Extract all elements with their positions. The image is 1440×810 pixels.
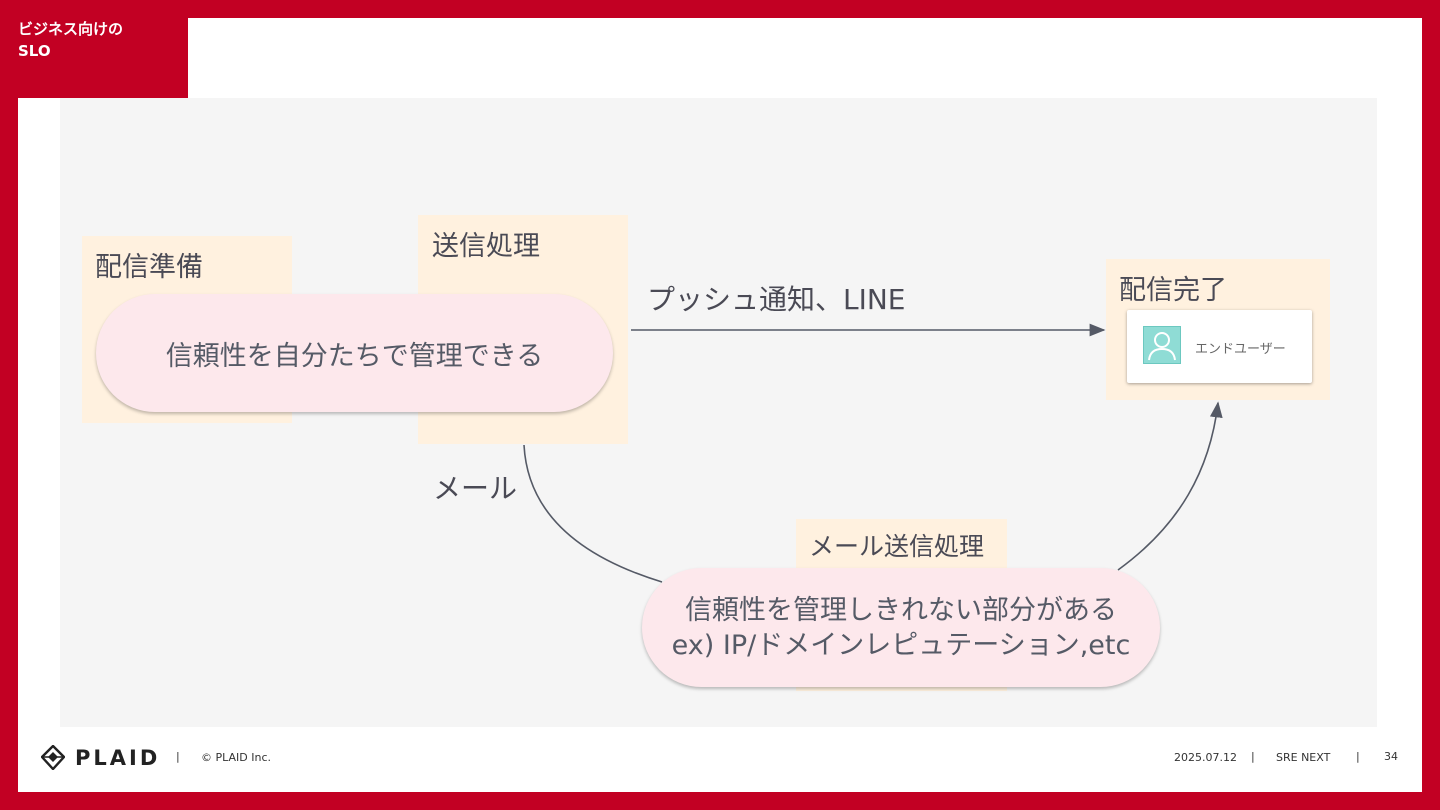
done-box: 配信完了 エンドユーザー [1106, 259, 1330, 400]
footer-separator-1: | [176, 750, 180, 763]
mail-box-title: メール送信処理 [809, 532, 985, 561]
mail-label: メール [433, 472, 518, 505]
prep-box-title: 配信準備 [95, 252, 203, 283]
send-box-title: 送信処理 [432, 231, 540, 262]
unmanaged-pill-line2: ex) IP/ドメインレピュテーション,etc [671, 629, 1131, 661]
done-box-title: 配信完了 [1119, 275, 1227, 306]
user-avatar-icon [1143, 326, 1181, 364]
section-title-line1: ビジネス向けの [18, 20, 124, 38]
footer-event: SRE NEXT [1276, 751, 1331, 764]
footer-date: 2025.07.12 [1174, 751, 1237, 764]
page-number: 34 [1384, 750, 1398, 763]
plaid-brand: PLAID [75, 746, 161, 770]
end-user-card: エンドユーザー [1127, 310, 1312, 383]
reliable-pill: 信頼性を自分たちで管理できる [96, 294, 613, 412]
plaid-logo-icon [41, 745, 65, 770]
footer-separator-2: | [1251, 750, 1255, 763]
end-user-label: エンドユーザー [1195, 342, 1286, 357]
unmanaged-pill: 信頼性を管理しきれない部分がある ex) IP/ドメインレピュテーション,etc [642, 568, 1160, 687]
reliable-pill-text: 信頼性を自分たちで管理できる [165, 340, 544, 372]
push-label: プッシュ通知、LINE [647, 283, 906, 316]
section-tag: ビジネス向けの SLO [18, 18, 188, 98]
section-title-line2: SLO [18, 42, 51, 60]
footer-separator-3: | [1356, 750, 1360, 763]
unmanaged-pill-line1: 信頼性を管理しきれない部分がある [685, 594, 1117, 626]
footer-copyright: © PLAID Inc. [201, 751, 272, 764]
